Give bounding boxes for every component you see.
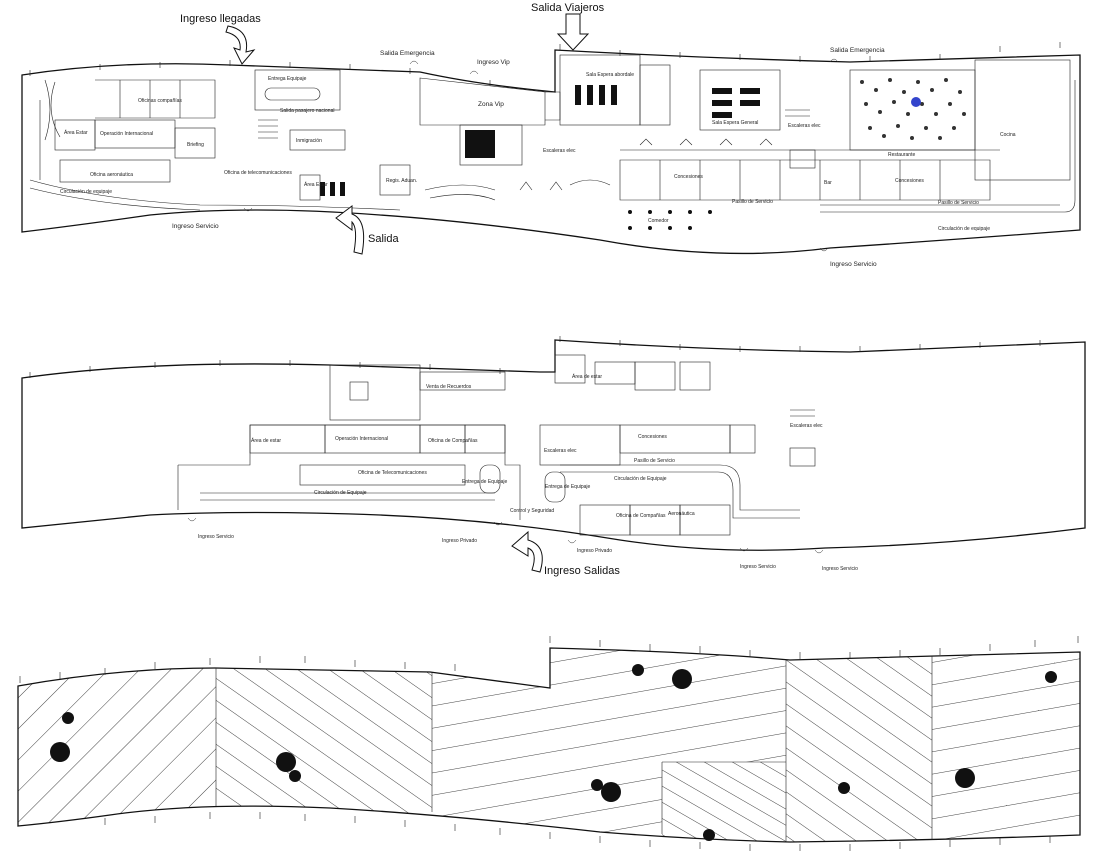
room-national-exit: Salida pasajero nacional (280, 108, 334, 114)
room-concessions: Concesiones (674, 174, 703, 180)
room-service-corridor: Pasillo de Servicio (732, 199, 773, 205)
service-entry-label-3: Ingreso Servicio (822, 566, 858, 572)
arrivals-arrow-icon (225, 25, 256, 65)
service-entry-2-label: Ingreso Servicio (830, 261, 877, 268)
room-airline-office-upper-2: Oficina de Compañías (616, 513, 666, 519)
travelers-exit-label: Salida Viajeros (531, 2, 605, 14)
plan-ground-floor: Ingreso llegadas Salida Viajeros Salida … (21, 2, 1081, 268)
room-area-estar: Área de estar (572, 373, 602, 380)
dining-tables (628, 210, 712, 230)
room-airline-offices: Oficinas compañías (138, 98, 182, 104)
plan1-columns (29, 42, 1061, 86)
room-airline-office-upper: Oficina de Compañías (428, 438, 478, 444)
room-rest-area: Área Estar (64, 129, 88, 136)
room-baggage-circulation-upper: Circulación de Equipaje (314, 490, 367, 496)
service-entry-label-1: Ingreso Servicio (198, 534, 234, 540)
room-intl-operation: Operación Internacional (100, 131, 153, 137)
room-elec-stairs-upper-2: Escaleras elec (790, 423, 823, 429)
room-concessions-2: Concesiones (895, 178, 924, 184)
travelers-exit-arrow-icon (556, 13, 590, 51)
room-baggage-delivery: Entrega Equipaje (268, 76, 307, 82)
restaurant-tables (860, 78, 966, 140)
emergency-exit-2-label: Salida Emergencia (830, 47, 885, 54)
room-baggage-circulation: Circulación de equipaje (60, 189, 112, 195)
plan2-outline (21, 339, 1086, 551)
room-kitchen: Cocina (1000, 132, 1016, 138)
room-vip-zone: Zona Vip (478, 101, 504, 108)
room-telecom-office-upper: Oficina de Telecomunicaciones (358, 470, 427, 476)
departures-arrow-icon (511, 530, 543, 573)
room-customs: Regis. Aduan. (386, 178, 417, 184)
private-entry-label-1: Ingreso Privado (442, 538, 477, 544)
room-general-wait: Sala Espera General (712, 120, 758, 126)
room-airline-office: Oficina aeronáutica (90, 172, 133, 178)
room-baggage-circulation-upper-2: Circulación de Equipaje (614, 476, 667, 482)
highlight-marker (911, 97, 921, 107)
plan-upper-floor: Ingreso Salidas Ingreso Servicio Ingreso… (21, 336, 1086, 577)
room-bar: Bar (824, 180, 832, 186)
room-briefing: Briefing (187, 142, 204, 148)
emergency-exit-1-label: Salida Emergencia (380, 50, 435, 57)
exit-arrow-icon (335, 205, 365, 255)
room-boarding-wait: Sala Espera abordale (586, 72, 634, 78)
plan3-outline (17, 647, 1081, 843)
service-entry-1-label: Ingreso Servicio (172, 223, 219, 230)
room-service-corridor-upper: Pasillo de Servicio (634, 458, 675, 464)
room-service-corridor-2: Pasillo de Servicio (938, 200, 979, 206)
room-dining: Comedor (648, 218, 669, 224)
roof-skylights (50, 664, 1057, 841)
room-elec-stairs-2: Escaleras elec (788, 123, 821, 129)
room-concessions-upper: Concesiones (638, 434, 667, 440)
room-control: Control y Seguridad (510, 508, 554, 514)
room-intl-operation-upper: Operación Internacional (335, 436, 388, 442)
room-restaurant: Restaurante (888, 152, 915, 158)
room-baggage-circulation-2: Circulación de equipaje (938, 226, 990, 232)
departures-entry-label: Ingreso Salidas (544, 565, 620, 577)
room-souvenir-sale: Venta de Recuerdos (426, 384, 472, 390)
plan-roof (17, 636, 1081, 851)
room-baggage-delivery-upper: Entrega de Equipaje (462, 479, 508, 485)
room-aeronautics: Aeronáutica (668, 511, 695, 517)
exit-label: Salida (368, 233, 399, 245)
room-immigration: Inmigración (296, 138, 322, 144)
vip-entry-label: Ingreso Vip (477, 59, 510, 66)
plan3-columns (19, 636, 1079, 851)
room-telecom-office: Oficina de telecomunicaciones (224, 170, 292, 176)
private-entry-label-2: Ingreso Privado (577, 548, 612, 554)
service-entry-label-2: Ingreso Servicio (740, 564, 776, 570)
room-baggage-delivery-upper-2: Entrega de Equipaje (545, 484, 591, 490)
room-elec-stairs-upper: Escaleras elec (544, 448, 577, 454)
arrivals-entry-label: Ingreso llegadas (180, 13, 261, 25)
room-elec-stairs: Escaleras elec (543, 148, 576, 154)
room-rest-area-upper: Área de estar (251, 437, 281, 444)
room-rest-area-2: Área Estar (304, 181, 328, 188)
